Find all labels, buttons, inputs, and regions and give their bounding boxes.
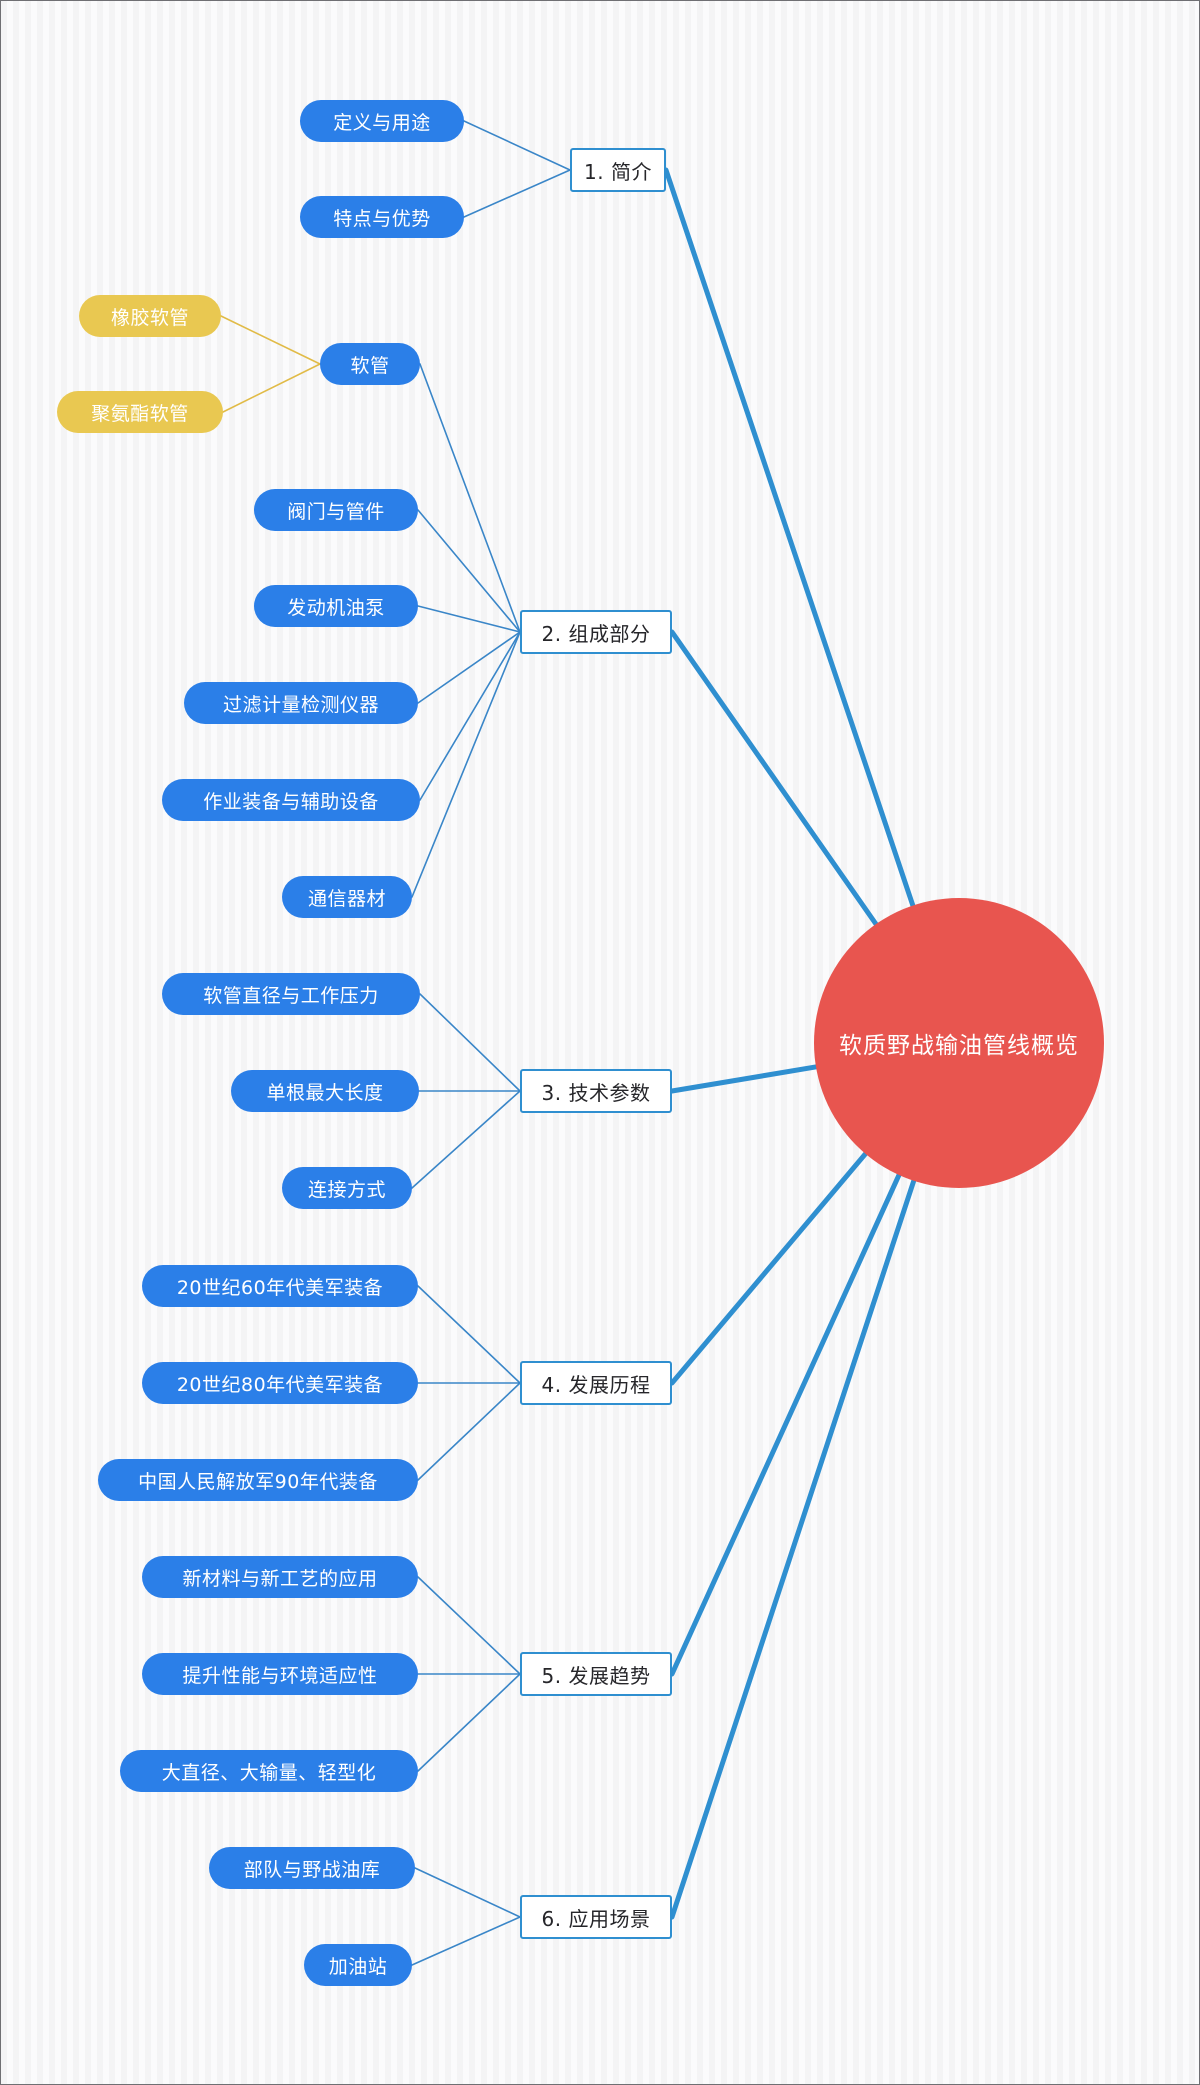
- edge-composition-leaf-5: [411, 631, 521, 898]
- leaf-node-trends-2[interactable]: 大直径、大输量、轻型化: [120, 1750, 418, 1792]
- leaf-node-specs-2[interactable]: 连接方式: [282, 1167, 412, 1209]
- edge-composition-leaf-2: [417, 605, 521, 633]
- edge-center-to-intro: [663, 167, 916, 910]
- leaf-node-composition-3[interactable]: 过滤计量检测仪器: [184, 682, 418, 724]
- edge-center-to-trends: [669, 1170, 903, 1677]
- category-node-specs[interactable]: 3. 技术参数: [520, 1069, 672, 1113]
- edge-composition-leaf-0: [419, 363, 521, 633]
- edge-center-to-composition: [669, 629, 880, 929]
- edge-trends-leaf-0: [417, 1576, 521, 1675]
- edge-history-leaf-2: [417, 1382, 521, 1481]
- category-node-intro[interactable]: 1. 简介: [570, 148, 666, 192]
- edge-trends-leaf-2: [417, 1673, 521, 1772]
- edge-scenarios-leaf-0: [414, 1867, 521, 1918]
- leaf-node-intro-0[interactable]: 定义与用途: [300, 100, 464, 142]
- leaf-node-intro-1[interactable]: 特点与优势: [300, 196, 464, 238]
- edge-center-to-scenarios: [669, 1176, 917, 1920]
- edge-intro-leaf-0: [463, 120, 571, 171]
- edge-composition-leaf-1: [417, 509, 521, 633]
- leaf-node-composition-2[interactable]: 发动机油泵: [254, 585, 418, 627]
- edge-specs-leaf-2: [411, 1090, 521, 1189]
- category-node-scenarios[interactable]: 6. 应用场景: [520, 1895, 672, 1939]
- leaf-node-composition-4[interactable]: 作业装备与辅助设备: [162, 779, 420, 821]
- leaf-node-history-2[interactable]: 中国人民解放军90年代装备: [98, 1459, 418, 1501]
- edge-scenarios-leaf-1: [411, 1916, 521, 1966]
- leaf-node-history-1[interactable]: 20世纪80年代美军装备: [142, 1362, 418, 1404]
- edge-specs-leaf-0: [419, 993, 521, 1092]
- leaf-node-specs-1[interactable]: 单根最大长度: [231, 1070, 419, 1112]
- edge-center-to-specs: [669, 1064, 821, 1094]
- leaf-node-composition-0[interactable]: 软管: [320, 343, 420, 385]
- leaf-node-history-0[interactable]: 20世纪60年代美军装备: [142, 1265, 418, 1307]
- leaf-node-specs-0[interactable]: 软管直径与工作压力: [162, 973, 420, 1015]
- leaf-node-composition-5[interactable]: 通信器材: [282, 876, 412, 918]
- sub-node-composition-0-1[interactable]: 聚氨酯软管: [57, 391, 223, 433]
- edge-history-leaf-0: [417, 1285, 521, 1384]
- category-node-trends[interactable]: 5. 发展趋势: [520, 1652, 672, 1696]
- edge-center-to-history: [669, 1149, 870, 1386]
- sub-node-composition-0-0[interactable]: 橡胶软管: [79, 295, 221, 337]
- edge-composition-leaf-4: [419, 631, 521, 801]
- leaf-node-trends-0[interactable]: 新材料与新工艺的应用: [142, 1556, 418, 1598]
- leaf-node-trends-1[interactable]: 提升性能与环境适应性: [142, 1653, 418, 1695]
- leaf-node-composition-1[interactable]: 阀门与管件: [254, 489, 418, 531]
- center-node[interactable]: 软质野战输油管线概览: [814, 898, 1104, 1188]
- category-node-composition[interactable]: 2. 组成部分: [520, 610, 672, 654]
- edge-composition-leaf-0-sub-0: [220, 315, 321, 365]
- edge-composition-leaf-0-sub-1: [222, 363, 321, 413]
- leaf-node-scenarios-0[interactable]: 部队与野战油库: [209, 1847, 415, 1889]
- edge-intro-leaf-1: [463, 169, 571, 218]
- leaf-node-scenarios-1[interactable]: 加油站: [304, 1944, 412, 1986]
- category-node-history[interactable]: 4. 发展历程: [520, 1361, 672, 1405]
- edge-composition-leaf-3: [417, 631, 521, 704]
